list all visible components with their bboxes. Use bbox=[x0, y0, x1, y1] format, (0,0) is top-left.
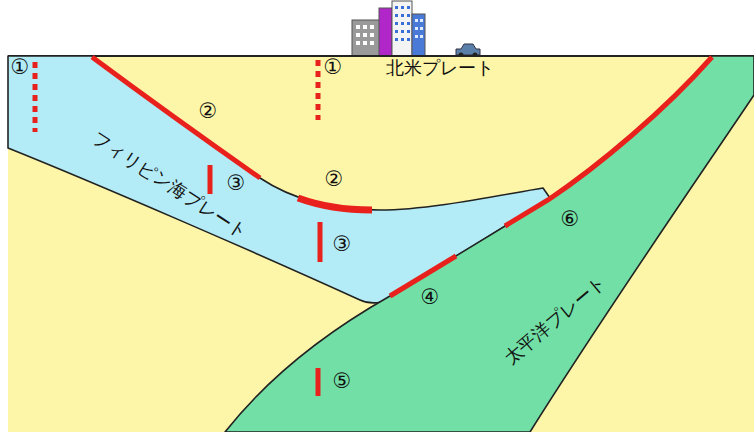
plate-boundary-fault bbox=[92, 57, 260, 178]
intraplate-fault bbox=[318, 222, 323, 262]
intraplate-fault bbox=[208, 165, 213, 194]
dotted-fault bbox=[33, 62, 38, 132]
plate-boundary-fault bbox=[505, 57, 712, 226]
callout-number: ① bbox=[11, 56, 30, 79]
callout-number: ② bbox=[325, 168, 344, 191]
callout-number: ⑤ bbox=[333, 370, 352, 393]
callout-number: ② bbox=[199, 100, 218, 123]
pacific-plate: 太平洋プレート bbox=[225, 56, 754, 432]
callout-number: ⑥ bbox=[561, 208, 580, 231]
intraplate-fault bbox=[316, 368, 321, 396]
plate-name: 北米プレート bbox=[386, 58, 494, 78]
north-american-plate: 北米プレートフィリピン海プレート太平洋プレート bbox=[8, 56, 754, 432]
plate-boundary-fault bbox=[298, 198, 372, 210]
callout-number: ③ bbox=[227, 172, 246, 195]
callout-number: ① bbox=[324, 56, 343, 79]
callout-number: ③ bbox=[333, 233, 352, 256]
callout-number: ④ bbox=[421, 286, 440, 309]
plate-shape bbox=[225, 56, 754, 432]
dotted-fault bbox=[316, 60, 321, 120]
